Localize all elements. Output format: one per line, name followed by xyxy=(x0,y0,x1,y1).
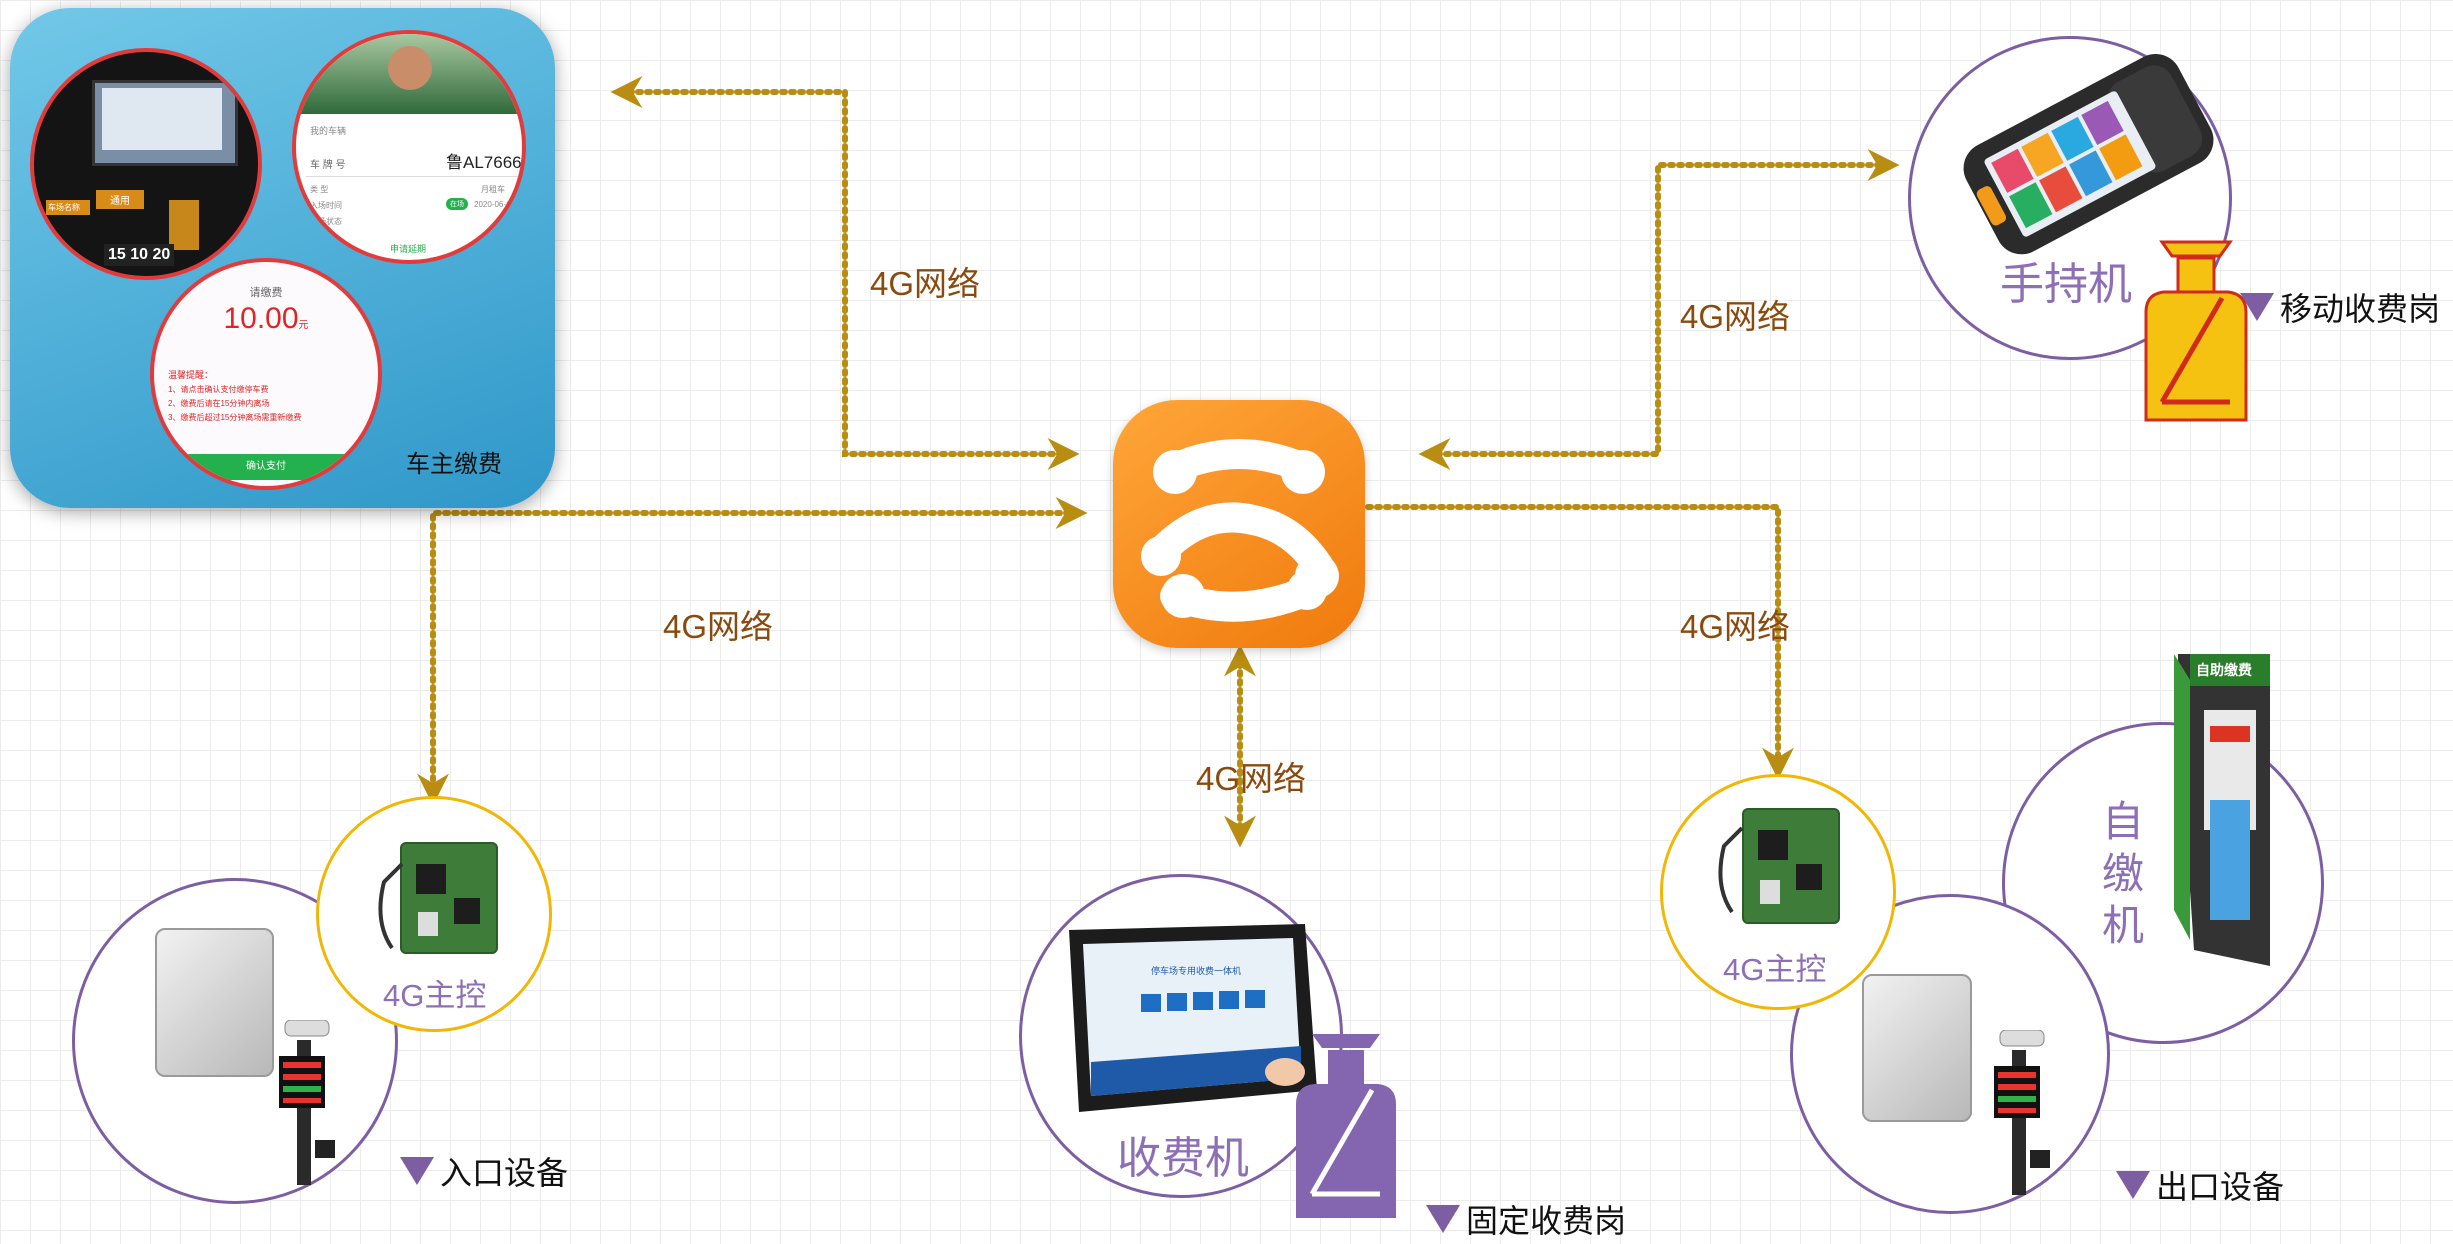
exit-tag: 出口设备 xyxy=(2116,1162,2284,1208)
exit-controller-board xyxy=(1742,808,1840,924)
self-pay-label: 自 缴 机 xyxy=(2102,798,2145,949)
gate-panel-digits: 15 10 20 xyxy=(104,244,175,266)
toll-machine-tag-text: 固定收费岗 xyxy=(1466,1203,1627,1239)
triangle-marker-icon xyxy=(2116,1171,2150,1199)
toll-machine-label: 收费机 xyxy=(1117,1134,1249,1183)
pay-notice-3: 3、缴费后超过15分钟离场需重新缴费 xyxy=(168,413,302,422)
confirm-pay-button[interactable]: 确认支付 xyxy=(154,454,378,480)
handheld-tag: 移动收费岗 xyxy=(2240,284,2440,330)
pay-notice-1: 1、请点击确认支付缴停车费 xyxy=(168,385,269,394)
plate-field-label: 车 牌 号 xyxy=(310,160,346,171)
cloud-platform-icon xyxy=(1113,400,1365,648)
entry-tag-text: 入口设备 xyxy=(440,1155,569,1191)
network-label-bottom: 4G网络 xyxy=(1196,760,1307,797)
link-app-cloud-top xyxy=(610,76,1080,470)
exit-gate-barrier xyxy=(1990,1029,2060,1195)
link-cloud-exit xyxy=(1365,504,1794,780)
payment-screen: 请缴费 10.00元 温馨提醒： 1、请点击确认支付缴停车费 2、缴费后请在15… xyxy=(150,258,382,490)
phone-row-type-value: 月租车 xyxy=(481,185,505,194)
entry-rfid-reader xyxy=(155,928,274,1077)
owner-payment-panel: 车场名称 通用 15 10 20 我的车辆 车 牌 号 鲁AL7666 类 型 … xyxy=(10,8,555,508)
pay-notice-title: 温馨提醒： xyxy=(168,370,214,380)
exit-tag-text: 出口设备 xyxy=(2156,1169,2285,1205)
self-pay-circle xyxy=(2002,722,2324,1044)
pay-amount: 10.00 xyxy=(223,302,299,335)
handheld-device-image xyxy=(1925,40,2225,260)
toll-machine-tablet: 停车场专用收费一体机 xyxy=(1055,922,1320,1114)
entry-controller-label: 4G主控 xyxy=(383,978,487,1013)
phone-row-time-value: 2020-06-1 xyxy=(474,200,511,209)
pay-notice-2: 2、缴费后请在15分钟内离场 xyxy=(168,399,270,408)
network-label-top-right: 4G网络 xyxy=(1680,298,1791,335)
gate-panel-type: 通用 xyxy=(96,190,144,209)
phone-badge: 在场 xyxy=(446,198,468,210)
phone-row-status: 入场状态 xyxy=(310,217,342,226)
pay-title: 请缴费 xyxy=(249,287,283,299)
phone-row-time: 入场时间 xyxy=(310,201,342,210)
exit-rfid-reader xyxy=(1862,974,1972,1122)
handheld-tag-text: 移动收费岗 xyxy=(2280,291,2441,327)
handheld-label: 手持机 xyxy=(2000,260,2132,309)
network-label-mid-right: 4G网络 xyxy=(1680,608,1791,645)
entry-antenna-icon xyxy=(372,862,412,952)
toll-machine-tag: 固定收费岗 xyxy=(1426,1196,1626,1242)
triangle-marker-icon xyxy=(1426,1205,1460,1233)
network-label-top-left: 4G网络 xyxy=(870,265,981,302)
network-label-mid-left: 4G网络 xyxy=(663,608,774,645)
self-pay-kiosk: 自助缴费 xyxy=(2170,650,2280,966)
pay-unit: 元 xyxy=(298,320,309,331)
link-cloud-handheld xyxy=(1418,149,1900,470)
parking-screen-photo: 车场名称 通用 15 10 20 xyxy=(30,48,262,280)
fixed-collector-icon xyxy=(1290,1024,1402,1220)
my-vehicle-screen: 我的车辆 车 牌 号 鲁AL7666 类 型 月租车 入场时间 在场 2020-… xyxy=(292,30,526,264)
apply-extension-link[interactable]: 申请延期 xyxy=(390,244,427,254)
owner-payment-label: 车主缴费 xyxy=(406,451,502,478)
triangle-marker-icon xyxy=(400,1157,434,1185)
toll-screen-title: 停车场专用收费一体机 xyxy=(1151,966,1242,976)
entry-controller-board xyxy=(400,842,498,954)
phone-header: 我的车辆 xyxy=(310,126,347,136)
exit-controller-label: 4G主控 xyxy=(1723,952,1827,987)
phone-row-type: 类 型 xyxy=(310,185,329,194)
toll-collector-icon xyxy=(2140,232,2252,424)
exit-antenna-icon xyxy=(1712,826,1752,916)
kiosk-header: 自助缴费 xyxy=(2196,662,2252,678)
gate-panel-name: 车场名称 xyxy=(46,200,90,215)
entry-gate-barrier xyxy=(275,1019,345,1185)
entry-tag: 入口设备 xyxy=(400,1148,568,1194)
triangle-marker-icon xyxy=(2240,293,2274,321)
link-entry-cloud xyxy=(417,497,1088,806)
plate-number: 鲁AL7666 xyxy=(446,153,522,172)
